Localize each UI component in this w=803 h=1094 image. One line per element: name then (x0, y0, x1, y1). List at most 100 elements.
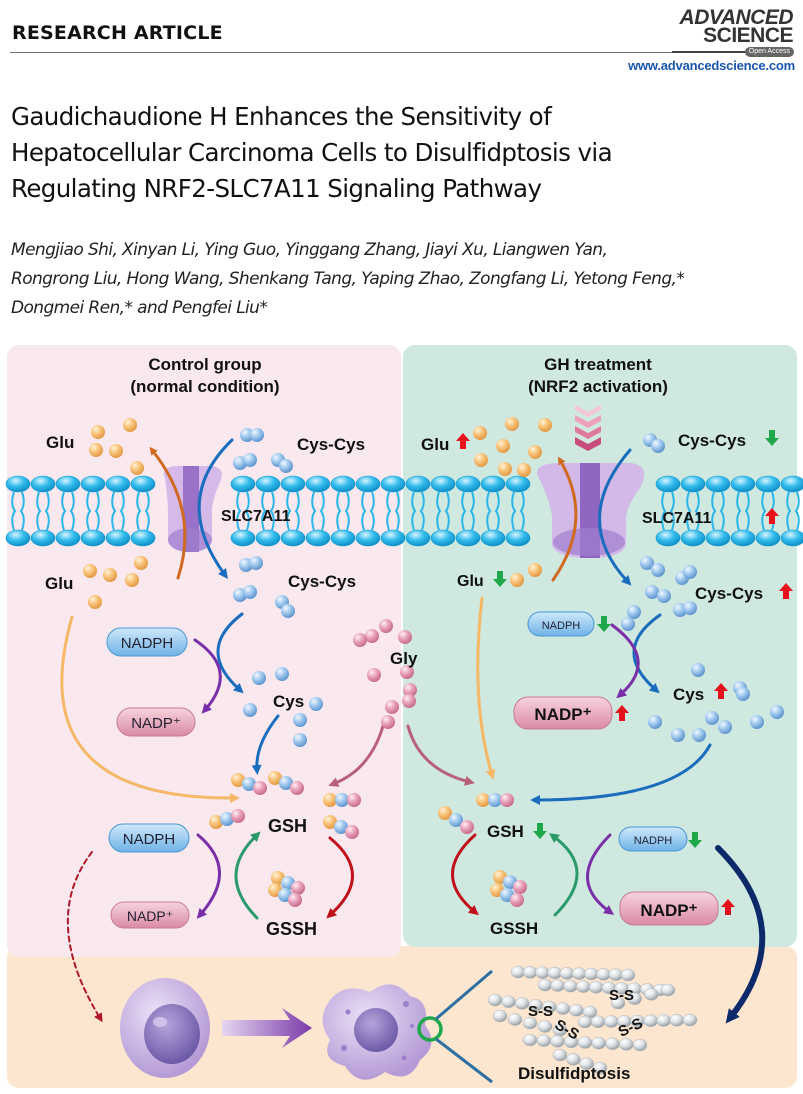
lipid-head (480, 475, 506, 493)
nadp-label: NADP⁺ (127, 908, 173, 924)
lipid-tail (736, 491, 750, 531)
lipid-tail (486, 491, 500, 531)
glycine-molecule (367, 668, 381, 682)
control-group-panel (7, 345, 401, 957)
lipid-head (505, 529, 531, 547)
lipid-head (80, 475, 106, 493)
disulfidptosis-label: Disulfidptosis (518, 1064, 630, 1083)
cysteine-molecule (705, 711, 719, 725)
lipid-tail (311, 491, 325, 531)
lipid-head (455, 529, 481, 547)
protein-bead (547, 966, 562, 980)
protein-bead (522, 1016, 538, 1030)
protein-bead (669, 1014, 685, 1027)
lipid-tail (711, 491, 725, 531)
cysteine-molecule (243, 703, 257, 717)
protein-bead (577, 1015, 593, 1029)
glutamate-molecule (528, 563, 542, 577)
cysteine-molecule (750, 715, 764, 729)
cysteine-molecule (275, 667, 289, 681)
gsh-molecule (438, 806, 452, 820)
lipid-tail (786, 491, 800, 531)
protein-bead (579, 1057, 594, 1070)
gsh-molecule (209, 815, 223, 829)
glu-to-gsh-arrow (60, 615, 240, 804)
glu-out-label-gh: Glu (421, 435, 449, 454)
cysteine-molecule (671, 728, 685, 742)
glutamate-molecule (510, 573, 524, 587)
nadph-1-down-arrow-icon (597, 616, 611, 632)
journal-logo-line2: SCIENCE (703, 24, 793, 47)
gsh-molecule (288, 893, 302, 907)
nadp-1-up-arrow-icon (615, 705, 629, 721)
nadp-pill-control-2: NADP⁺ (110, 901, 190, 929)
lipid-head (80, 529, 106, 547)
nadp-pill-control-1: NADP⁺ (116, 707, 196, 737)
glu-out-label: Glu (46, 433, 74, 452)
gsh-molecule (220, 812, 234, 826)
lipid-head (655, 475, 681, 493)
slc7a11-label-gh: SLC7A11 (642, 510, 711, 527)
gssh-to-gsh-arrow-gh (548, 833, 579, 917)
lipid-head (5, 475, 31, 493)
gssh-to-gsh-arrow (234, 831, 261, 920)
cys-label-gh: Cys (673, 685, 704, 704)
nadph-oxidation-arrow-gh (610, 623, 640, 699)
lipid-head (430, 475, 456, 493)
lipid-head (280, 529, 306, 547)
molecule-balls (83, 417, 784, 907)
gsh-molecule (323, 815, 337, 829)
journal-website-link[interactable]: www.advancedscience.com (628, 58, 795, 73)
lipid-tail (286, 491, 300, 531)
protein-bead (537, 1020, 553, 1033)
cystine-molecule (645, 585, 659, 599)
header-divider (10, 52, 672, 53)
title-line: Hepatocellular Carcinoma Cells to Disulf… (11, 138, 613, 167)
lipid-head (780, 475, 803, 493)
protein-bead (591, 1036, 606, 1050)
protein-bead (644, 988, 659, 1001)
lipid-head (755, 475, 781, 493)
gsh-molecule (253, 781, 267, 795)
cysteine-molecule (648, 715, 662, 729)
glycine-molecule (400, 665, 414, 679)
cystine-molecule (640, 556, 654, 570)
protein-bead (660, 983, 676, 997)
lipid-tail (136, 491, 150, 531)
lipid-head (680, 529, 706, 547)
protein-bead (510, 965, 526, 979)
gsh-molecule (476, 793, 490, 807)
protein-bead (563, 979, 578, 993)
lipid-head (405, 475, 431, 493)
glutamate-molecule (109, 444, 123, 458)
lipid-tail (261, 491, 275, 531)
protein-bead (592, 1061, 608, 1075)
lipid-head (755, 529, 781, 547)
nadph-label: NADPH (542, 620, 581, 632)
gsh-molecule (323, 793, 337, 807)
glu-to-gsh-arrow-gh (476, 596, 496, 780)
title-line: Regulating NRF2-SLC7A11 Signaling Pathwa… (11, 174, 542, 203)
lipid-head (280, 475, 306, 493)
glycine-molecule (379, 619, 393, 633)
lipid-head (680, 475, 706, 493)
protein-bead (571, 967, 587, 980)
lipid-head (405, 529, 431, 547)
glycine-molecule (353, 633, 367, 647)
protein-bead (627, 992, 642, 1005)
dying-cell-icon (322, 984, 432, 1080)
slc7a11-up-arrow-icon (765, 508, 779, 524)
cyscys-out-label-gh: Cys-Cys (678, 431, 746, 450)
lipid-tail (336, 491, 350, 531)
cystine-reduction-arrow-gh (632, 613, 662, 694)
gsh-molecule (449, 813, 463, 827)
gsh-molecule (347, 793, 361, 807)
cystine-molecule (621, 617, 635, 631)
lipid-tail (511, 491, 525, 531)
gsh-molecule (268, 771, 282, 785)
glutamate-molecule (134, 556, 148, 570)
cys-label: Cys (273, 692, 304, 711)
nrf2-activation-chevrons-icon (575, 405, 601, 451)
lipid-head (130, 475, 156, 493)
cystine-molecule (249, 556, 263, 570)
